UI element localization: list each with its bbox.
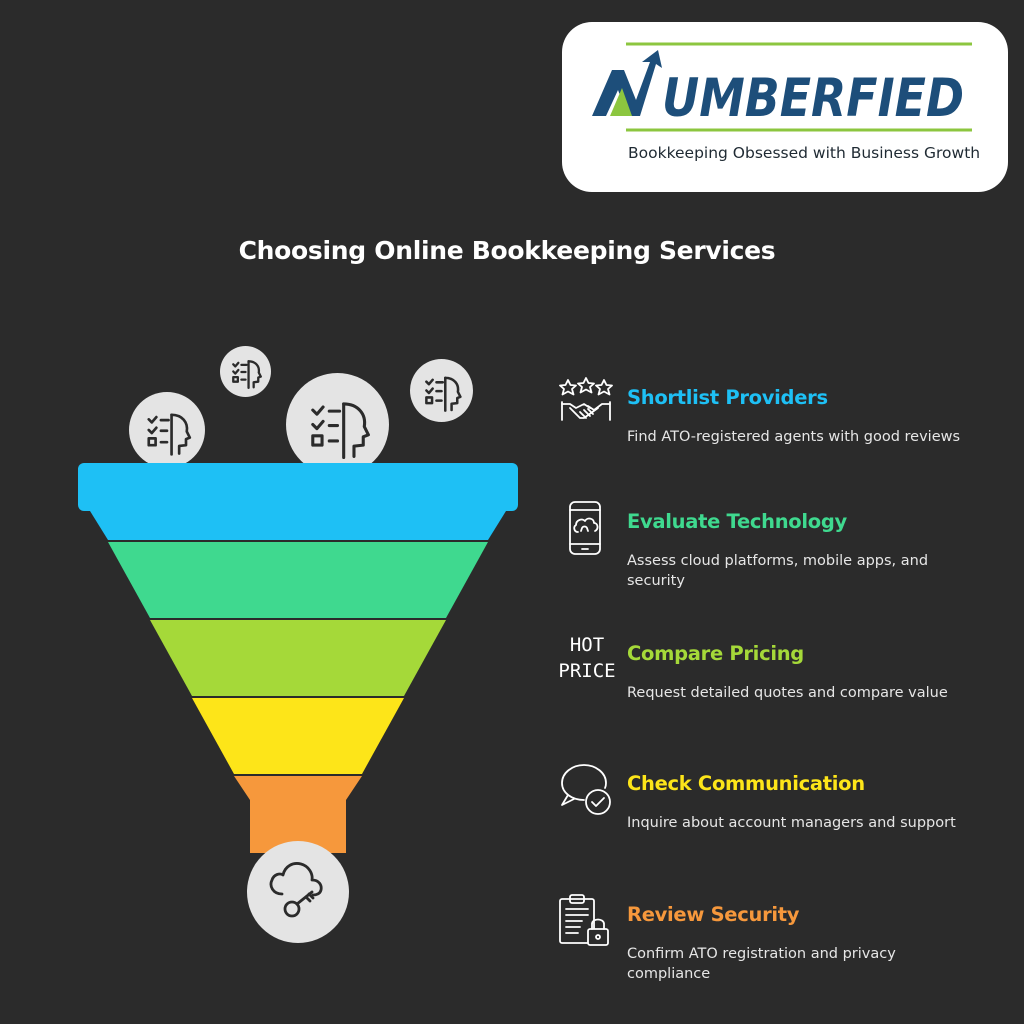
page-title: Choosing Online Bookkeeping Services <box>238 236 776 265</box>
step-title: Shortlist Providers <box>627 386 828 409</box>
hot-price-icon: HOT PRICE <box>558 632 616 684</box>
funnel-layer-1 <box>90 511 506 540</box>
funnel-layer-4 <box>192 698 404 774</box>
logo-tagline: Bookkeeping Obsessed with Business Growt… <box>628 144 981 162</box>
step-description: Request detailed quotes and compare valu… <box>627 685 948 701</box>
funnel-layer-1-rim <box>78 463 518 511</box>
step-description: Find ATO-registered agents with good rev… <box>627 429 961 445</box>
step-title: Compare Pricing <box>627 642 804 665</box>
step-title: Review Security <box>627 903 800 926</box>
clipboard-lock-icon <box>559 894 609 946</box>
checklist-head-bubble-1 <box>129 392 205 468</box>
funnel-output-bubble <box>247 841 349 943</box>
stars-handshake-icon <box>559 377 613 421</box>
chat-check-icon <box>561 764 611 815</box>
logo-card: UMBERFIED <box>562 22 1008 192</box>
funnel-layer-5 <box>234 776 362 853</box>
step-description: Assess cloud platforms, mobile apps, and… <box>627 553 929 589</box>
funnel-layer-3 <box>150 620 446 696</box>
step-title: Evaluate Technology <box>627 510 847 533</box>
step-description: Inquire about account managers and suppo… <box>627 815 956 831</box>
hot-price-icon-line-1: HOT <box>569 634 605 656</box>
checklist-head-icon <box>232 360 262 389</box>
checklist-head-bubble-3 <box>286 373 389 476</box>
checklist-head-icon <box>425 376 462 412</box>
funnel-layer-2 <box>108 542 488 618</box>
checklist-head-bubble-4 <box>410 359 473 422</box>
step-title: Check Communication <box>627 772 865 795</box>
logo-wordmark: UMBERFIED <box>662 68 964 129</box>
cloud-key-icon <box>269 862 323 918</box>
mobile-cloud-icon <box>569 501 601 555</box>
checklist-head-bubble-2 <box>220 346 271 397</box>
checklist-head-icon <box>147 413 192 456</box>
step-description: Confirm ATO registration and privacy com… <box>627 946 896 982</box>
numberfied-logo: UMBERFIED <box>592 42 972 132</box>
checklist-head-icon <box>311 402 370 460</box>
hot-price-icon-line-2: PRICE <box>558 660 616 682</box>
